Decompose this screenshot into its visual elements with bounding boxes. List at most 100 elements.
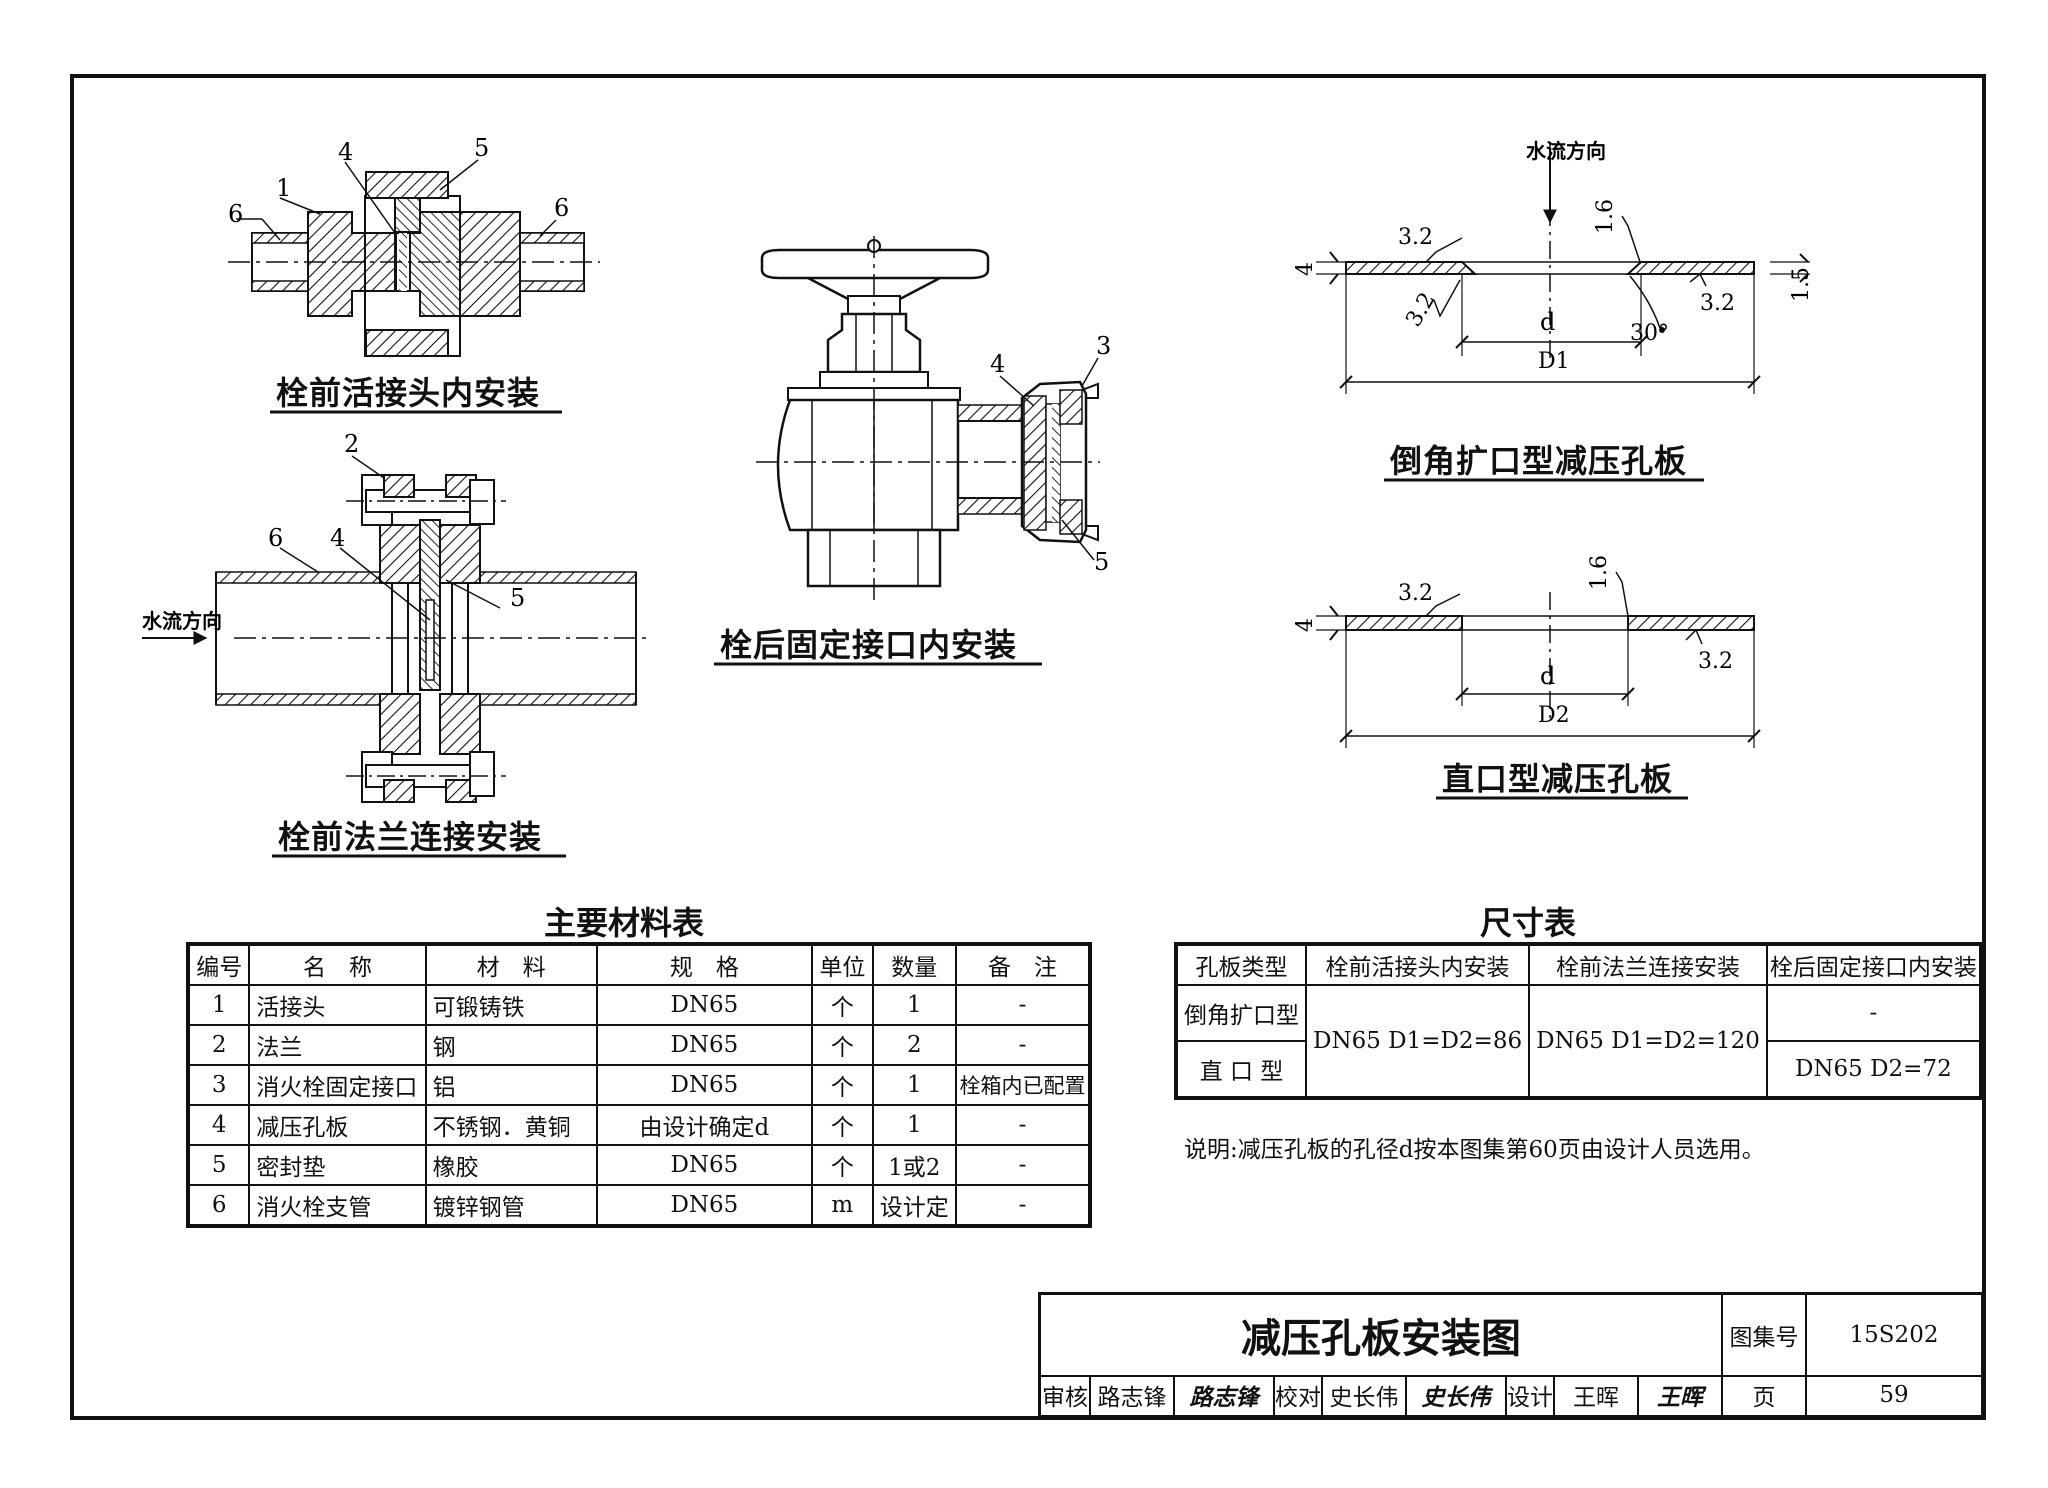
table-cell: - (955, 1024, 1090, 1066)
checker-name: 史长伟 (1321, 1375, 1405, 1415)
union-callout-5: 5 (474, 134, 489, 162)
table-cell: 4 (187, 1104, 251, 1146)
table-cell: 镀锌钢管 (424, 1184, 598, 1226)
chamfer-D1-label: D1 (1538, 349, 1570, 374)
materials-header-cell: 备 注 (955, 944, 1090, 986)
materials-table: 编号 名 称 材 料 规 格 单位 数量 备 注 1 活接头 可锻铸铁 DN65… (186, 942, 1092, 1228)
materials-header-cell: 材 料 (424, 944, 598, 986)
table-row: 3 消火栓固定接口 铝 DN65 个 1 栓箱内已配置 (187, 1064, 1090, 1106)
table-cell: 个 (811, 1144, 874, 1186)
straight-plate-caption: 直口型减压孔板 (1442, 760, 1674, 798)
sizes-table-title: 尺寸表 (1480, 904, 1577, 942)
table-row: 2 法兰 钢 DN65 个 2 - (187, 1024, 1090, 1066)
flange-callout-4: 4 (330, 524, 345, 552)
table-row: 倒角扩口型 DN65 D1=D2=86 DN65 D1=D2=120 - (1176, 984, 1981, 1098)
straight-thickness-label: 4 (1293, 618, 1318, 632)
table-cell: DN65 D1=D2=86 (1304, 984, 1531, 1098)
title-block: 减压孔板安装图 图集号 15S202 审核 路志锋 路志锋 校对 史长伟 史长伟… (1038, 1292, 1984, 1418)
flange-callout-6: 6 (268, 524, 283, 552)
sizes-header-cell: 栓前法兰连接安装 (1528, 944, 1768, 986)
table-cell: 由设计确定d (595, 1104, 814, 1146)
straight-roughness-a: 3.2 (1398, 581, 1433, 606)
table-cell: 3 (187, 1064, 251, 1106)
table-row: 5 密封垫 橡胶 DN65 个 1或2 - (187, 1144, 1090, 1186)
table-row: 4 减压孔板 不锈钢．黄铜 由设计确定d 个 1 - (187, 1104, 1090, 1146)
table-row: 1 活接头 可锻铸铁 DN65 个 1 - (187, 984, 1090, 1026)
flange-callout-5: 5 (510, 584, 525, 612)
review-label: 审核 (1042, 1385, 1088, 1411)
table-cell: 栓箱内已配置 (955, 1064, 1090, 1106)
chamfer-plate-figure (1316, 142, 1810, 394)
union-callout-1: 1 (276, 174, 291, 202)
chamfer-right-dim: 1.5 (1789, 267, 1814, 302)
table-cell: m (811, 1184, 874, 1226)
table-cell: 减压孔板 (248, 1104, 427, 1146)
table-cell: 1 (187, 984, 251, 1026)
table-cell: 2 (871, 1024, 958, 1066)
materials-header-cell: 单位 (811, 944, 874, 986)
straight-D2-label: D2 (1538, 703, 1570, 728)
chamfer-flow-label: 水流方向 (1526, 139, 1606, 163)
designer-name: 王晖 (1553, 1375, 1637, 1415)
table-cell: - (955, 984, 1090, 1026)
sizes-header-row: 孔板类型 栓前活接头内安装 栓前法兰连接安装 栓后固定接口内安装 (1176, 944, 1981, 986)
designer-signature: 王晖 (1637, 1375, 1721, 1415)
materials-header-cell: 编号 (187, 944, 251, 986)
table-cell: 活接头 (248, 984, 427, 1026)
materials-header-row: 编号 名 称 材 料 规 格 单位 数量 备 注 (187, 944, 1090, 986)
union-callout-4: 4 (338, 138, 353, 166)
table-cell: 1 (871, 984, 958, 1026)
table-cell: 不锈钢．黄铜 (424, 1104, 598, 1146)
chamfer-roughness-d: 3.2 (1401, 288, 1440, 331)
reviewer-signature: 路志锋 (1173, 1375, 1273, 1415)
title-block-divider (1041, 1375, 1981, 1377)
chamfer-thickness-label: 4 (1293, 262, 1318, 276)
valve-install-caption: 栓后固定接口内安装 (720, 626, 1018, 664)
sizes-table: 孔板类型 栓前活接头内安装 栓前法兰连接安装 栓后固定接口内安装 倒角扩口型 D… (1174, 942, 1983, 1100)
materials-header-cell: 数量 (871, 944, 958, 986)
table-cell: 密封垫 (248, 1144, 427, 1186)
table-cell: DN65 (595, 984, 814, 1026)
union-callout-6b: 6 (554, 194, 569, 222)
chamfer-roughness-b: 1.6 (1593, 199, 1618, 234)
union-callout-6a: 6 (228, 200, 243, 228)
check-label: 校对 (1273, 1375, 1321, 1415)
flange-install-figure (142, 455, 650, 803)
table-cell: - (955, 1184, 1090, 1226)
table-cell: DN65 (595, 1144, 814, 1186)
table-cell: 设计定 (871, 1184, 958, 1226)
flange-install-caption: 栓前法兰连接安装 (278, 818, 543, 856)
table-cell: 个 (811, 984, 874, 1026)
table-cell: 消火栓固定接口 (248, 1064, 427, 1106)
table-cell: 1或2 (871, 1144, 958, 1186)
table-cell: 铝 (424, 1064, 598, 1106)
table-cell: DN65 (595, 1184, 814, 1226)
materials-header-cell: 规 格 (595, 944, 814, 986)
table-row: 6 消火栓支管 镀锌钢管 DN65 m 设计定 - (187, 1184, 1090, 1226)
table-cell: 个 (811, 1064, 874, 1106)
sheet-border (70, 74, 1986, 1420)
table-cell: 个 (811, 1104, 874, 1146)
chamfer-plate-caption: 倒角扩口型减压孔板 (1390, 442, 1688, 480)
page-number: 59 (1805, 1375, 1981, 1415)
chamfer-angle-label: 30° (1630, 321, 1669, 346)
union-install-figure (228, 159, 600, 357)
straight-plate-figure (1316, 571, 1761, 748)
sizes-header-cell: 栓前活接头内安装 (1304, 944, 1531, 986)
table-cell: - (955, 1104, 1090, 1146)
union-install-caption: 栓前活接头内安装 (276, 374, 541, 412)
table-cell: 钢 (424, 1024, 598, 1066)
atlas-number: 15S202 (1805, 1295, 1981, 1375)
page-label: 页 (1721, 1375, 1805, 1415)
sizes-header-cell: 孔板类型 (1176, 944, 1307, 986)
straight-d-label: d (1540, 662, 1555, 690)
table-cell: 2 (187, 1024, 251, 1066)
chamfer-roughness-a: 3.2 (1398, 225, 1433, 250)
table-row: 直 口 型 DN65 D2=72 (1176, 1040, 1981, 1098)
valve-install-figure (756, 236, 1100, 600)
valve-callout-4: 4 (990, 350, 1005, 378)
table-cell: 橡胶 (424, 1144, 598, 1186)
table-cell: 1 (871, 1104, 958, 1146)
